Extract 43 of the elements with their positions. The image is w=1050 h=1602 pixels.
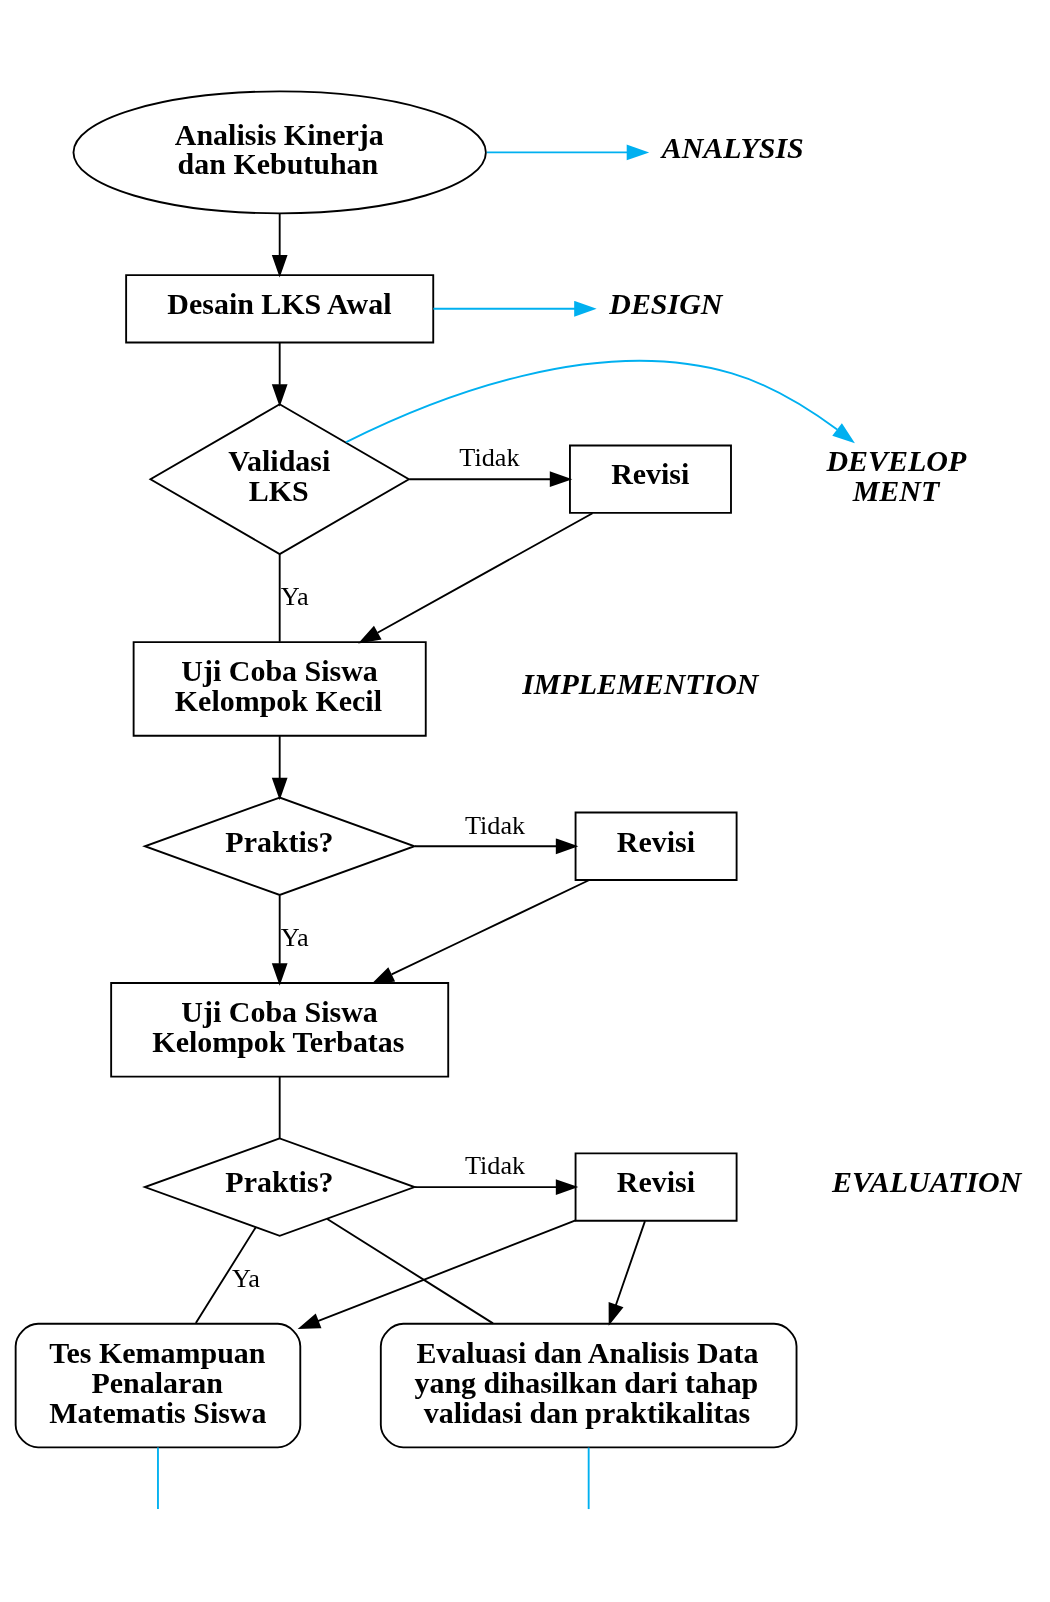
arrow <box>358 512 594 644</box>
node-diamond: Praktis? <box>142 1137 418 1237</box>
connector <box>278 553 281 643</box>
node-box: Revisi <box>574 811 738 881</box>
node-text: ANALYSIS <box>661 130 804 164</box>
node-text: DESIGN <box>609 287 723 321</box>
connector <box>587 1446 590 1510</box>
arrow <box>271 735 288 801</box>
label: EVALUATION <box>832 1165 1022 1199</box>
connector <box>326 1218 494 1325</box>
node-ellipse: Analisis Kinerja dan Kebutuhan <box>72 90 487 215</box>
arrow <box>485 144 650 161</box>
edge-label: Ya <box>280 922 309 952</box>
node-box: Desain LKS Awal <box>125 274 435 344</box>
node-box: Uji Coba Siswa Kelompok Kecil <box>132 641 427 737</box>
arrow <box>432 300 597 317</box>
node-box: Revisi <box>574 1152 738 1222</box>
node-box: Revisi <box>569 444 732 514</box>
arrow <box>371 879 590 985</box>
arrow <box>414 1179 579 1195</box>
node-diamond: Praktis? <box>142 796 418 896</box>
node-diamond: Validasi LKS <box>148 403 411 556</box>
node-box: Uji Coba Siswa Kelompok Terbatas <box>110 982 450 1078</box>
node-box: Tes Kemampuan Penalaran Matematis Siswa <box>14 1322 302 1449</box>
edge-label: Ya <box>232 1263 260 1293</box>
connector <box>157 1446 159 1510</box>
label: IMPLEMENTION <box>522 667 759 701</box>
edge-label: Tidak <box>459 443 520 473</box>
edge-label: Tidak <box>464 810 526 840</box>
connector <box>194 1226 257 1324</box>
connector <box>278 1075 281 1140</box>
edge-label: Tidak <box>464 1151 526 1181</box>
arrow <box>271 341 288 407</box>
arrow <box>271 894 288 986</box>
edge-label: Ya <box>280 582 309 612</box>
arrow <box>345 360 855 444</box>
arrow <box>414 838 579 855</box>
node-text: DEVELOP MENT <box>826 444 967 508</box>
arrow <box>608 1220 646 1326</box>
node-box: Evaluasi dan Analisis Data yang dihasilkan dari tahap validasi dan praktikalitas <box>379 1322 798 1449</box>
arrow <box>408 471 573 488</box>
arrow <box>297 1219 577 1330</box>
arrow <box>271 212 288 278</box>
